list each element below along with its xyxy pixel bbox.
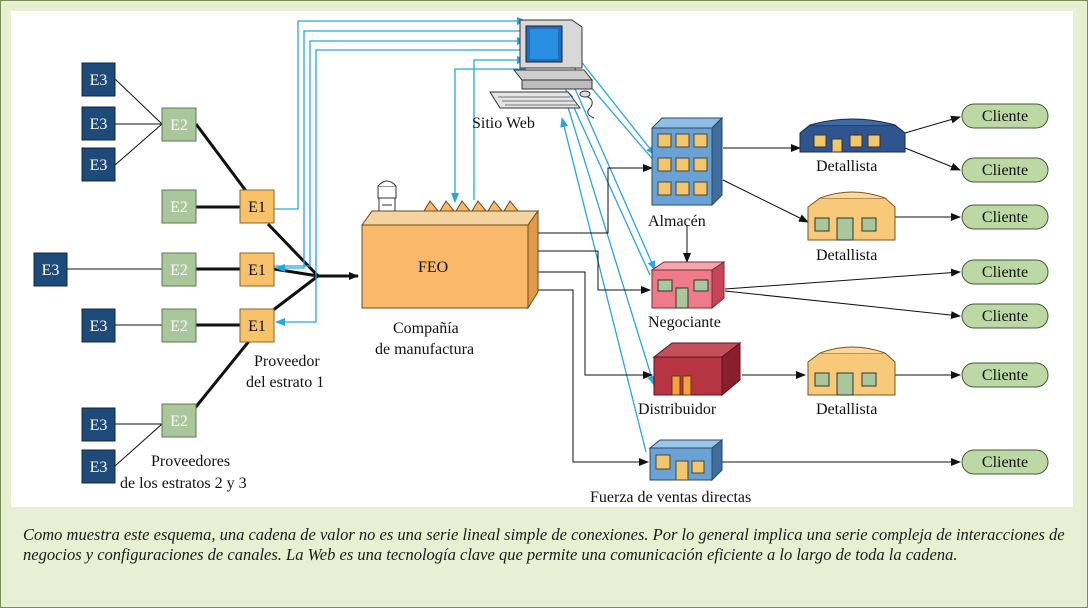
retailer-icon xyxy=(807,346,896,396)
tier3-box: E3 xyxy=(81,407,116,442)
svg-text:E2: E2 xyxy=(170,318,188,335)
manufacturer-label-line1: Compañía xyxy=(393,320,459,337)
svg-text:E2: E2 xyxy=(170,413,188,430)
tier2-box: E2 xyxy=(161,107,197,142)
tier2-box: E2 xyxy=(161,403,197,438)
svg-text:E3: E3 xyxy=(90,157,108,174)
web-links xyxy=(274,17,656,453)
retailer-label: Detallista xyxy=(816,247,877,264)
svg-text:E3: E3 xyxy=(90,72,108,89)
warehouse-icon xyxy=(650,116,724,207)
svg-text:Cliente: Cliente xyxy=(982,454,1028,471)
svg-text:E3: E3 xyxy=(90,318,108,335)
svg-text:E1: E1 xyxy=(248,199,266,216)
feo-label: FEO xyxy=(418,259,448,276)
retailer-icon xyxy=(807,191,896,241)
distributor-icon xyxy=(652,341,742,397)
svg-text:E2: E2 xyxy=(170,117,188,134)
retailer-label: Detallista xyxy=(816,158,877,175)
dealer-icon xyxy=(650,261,726,310)
figure-caption: Como muestra este esquema, una cadena de… xyxy=(23,525,1065,564)
svg-text:Cliente: Cliente xyxy=(982,162,1028,179)
tier2-box: E2 xyxy=(161,308,197,343)
direct-sales-icon xyxy=(648,438,724,482)
svg-text:Cliente: Cliente xyxy=(982,367,1028,384)
tier1-box: E1 xyxy=(239,189,275,224)
distribution-links xyxy=(538,115,961,466)
svg-text:E3: E3 xyxy=(42,262,60,279)
tier3-box: E3 xyxy=(81,147,116,182)
retailer-label: Detallista xyxy=(816,401,877,418)
tier1-suppliers: E1 E1 E1 xyxy=(239,189,275,343)
tier1-label-line2: del estrato 1 xyxy=(246,374,324,391)
tier23-label-line1: Proveedores xyxy=(151,453,230,470)
tier3-box: E3 xyxy=(81,106,116,141)
tier3-box: E3 xyxy=(33,252,68,287)
tier2-suppliers: E2 E2 E2 E2 E2 xyxy=(161,107,197,438)
tier1-box: E1 xyxy=(239,308,275,343)
tier3-suppliers: E3 E3 E3 E3 E3 E3 E3 xyxy=(33,62,116,484)
svg-text:Cliente: Cliente xyxy=(982,209,1028,226)
customer-pill: Cliente xyxy=(961,259,1049,285)
warehouse-label: Almacén xyxy=(648,213,706,230)
tier3-box: E3 xyxy=(81,449,116,484)
customer-pill: Cliente xyxy=(961,103,1049,129)
tier3-box: E3 xyxy=(81,62,116,97)
tier2-box: E2 xyxy=(161,189,197,224)
svg-text:E3: E3 xyxy=(90,459,108,476)
web-site-label: Sitio Web xyxy=(472,115,535,132)
dealer-label: Negociante xyxy=(648,314,721,331)
computer-icon xyxy=(489,19,595,119)
tier1-label-line1: Proveedor xyxy=(254,353,320,370)
svg-text:E1: E1 xyxy=(248,318,266,335)
svg-text:E3: E3 xyxy=(90,116,108,133)
customer-pill: Cliente xyxy=(961,362,1049,388)
customer-pill: Cliente xyxy=(961,157,1049,183)
customer-pill: Cliente xyxy=(961,303,1049,329)
tier23-label-line2: de los estratos 2 y 3 xyxy=(120,475,247,492)
tier2-box: E2 xyxy=(161,252,197,287)
manufacturer-label-line2: de manufactura xyxy=(375,341,474,358)
tier1-box: E1 xyxy=(239,252,275,287)
svg-text:E2: E2 xyxy=(170,262,188,279)
svg-text:Cliente: Cliente xyxy=(982,264,1028,281)
svg-text:E2: E2 xyxy=(170,199,188,216)
tier3-box: E3 xyxy=(81,308,116,343)
customers: Cliente Cliente Cliente Cliente Cliente … xyxy=(961,103,1049,475)
supplier-links xyxy=(67,78,359,467)
direct-sales-label: Fuerza de ventas directas xyxy=(590,489,751,506)
factory-icon xyxy=(361,180,539,310)
retailer-icon-dark xyxy=(799,118,906,153)
distributor-label: Distribuidor xyxy=(638,401,717,418)
svg-text:Cliente: Cliente xyxy=(982,108,1028,125)
svg-text:E3: E3 xyxy=(90,417,108,434)
customer-pill: Cliente xyxy=(961,204,1049,230)
customer-pill: Cliente xyxy=(961,449,1049,475)
svg-text:E1: E1 xyxy=(248,262,266,279)
svg-text:Cliente: Cliente xyxy=(982,308,1028,325)
